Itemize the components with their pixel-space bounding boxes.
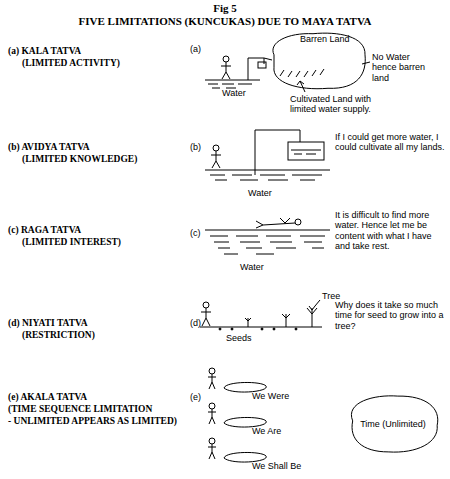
region-label: Barren Land (300, 34, 350, 44)
resting-figure (295, 219, 301, 225)
stick-figure (208, 374, 216, 389)
tree (315, 300, 320, 306)
callout-label: Tree (322, 291, 340, 301)
water-pipe (255, 130, 324, 175)
leader-line (362, 62, 370, 64)
callout-label: Seeds (226, 333, 252, 343)
thought-note: Cultivated Land with limited water suppl… (290, 94, 380, 115)
seeds (295, 328, 297, 330)
callout-label: (d) (190, 318, 201, 328)
stick-figure (208, 368, 216, 459)
tatva-heading: (a) KALA TATVA (8, 46, 81, 56)
tatva-heading: (d) NIYATI TATVA (8, 318, 88, 328)
seeds (273, 328, 275, 330)
callout-label: We Shall Be (252, 461, 301, 471)
water-lines (205, 80, 260, 88)
stick-figure (201, 308, 211, 326)
stick-figure (203, 302, 209, 308)
tatva-heading: (b) AVIDYA TATVA (8, 142, 90, 152)
stick-figure (213, 145, 219, 151)
stick-figure (223, 56, 229, 62)
callout-label: We Were (252, 391, 289, 401)
water-pipe (248, 58, 272, 80)
water-pipe (255, 130, 300, 175)
time-blob (224, 452, 266, 462)
callout-label: (b) (190, 142, 201, 152)
tatva-heading: (LIMITED KNOWLEDGE) (22, 154, 137, 164)
time-blob (224, 382, 266, 392)
figure-title: FIVE LIMITATIONS (KUNCUKAS) DUE TO MAYA … (0, 15, 450, 27)
stick-figure (201, 302, 211, 326)
callout-label: Water (222, 88, 246, 98)
water-pipe (258, 62, 266, 68)
tatva-heading: (LIMITED ACTIVITY) (22, 58, 120, 68)
water-lines (205, 230, 330, 254)
callout-label: (e) (190, 392, 201, 402)
tree (307, 300, 320, 327)
time-region: Time (Unlimited) (345, 393, 441, 455)
thought-note: No Water hence barren land (372, 52, 434, 83)
stick-figure (211, 151, 221, 168)
tree (307, 306, 317, 327)
tatva-heading: - UNLIMITED APPEARS AS LIMITED) (8, 416, 177, 426)
thought-note: It is difficult to find more water. Henc… (335, 210, 445, 251)
water-lines (205, 80, 260, 88)
water-pipe (288, 142, 324, 160)
thought-note: If I could get more water, I could culti… (335, 132, 445, 153)
water-lines (205, 170, 330, 180)
figure-number: Fig 5 (0, 2, 450, 14)
stick-figure (209, 403, 215, 409)
resting-figure (256, 218, 295, 228)
stick-figure (221, 62, 231, 79)
callout-label: We Are (252, 426, 281, 436)
stick-figure (208, 444, 216, 459)
seeds (261, 328, 263, 330)
water-pipe (248, 58, 272, 80)
tatva-heading: (c) RAGA TATVA (8, 225, 81, 235)
tatva-heading: (LIMITED INTEREST) (22, 237, 121, 247)
seeds (219, 328, 297, 330)
cultivated-land (280, 69, 324, 77)
blob-outline (273, 33, 365, 89)
stick-figure (211, 145, 221, 168)
callout-label: (c) (190, 228, 201, 238)
cultivated-land (280, 69, 324, 77)
leader-line (297, 81, 304, 85)
tatva-heading: (RESTRICTION) (22, 330, 95, 340)
time-blob (224, 417, 266, 427)
callout-label: Water (240, 262, 264, 272)
resting-figure (256, 218, 301, 228)
callout-label: (a) (190, 44, 201, 54)
sprouts (245, 314, 290, 327)
sprouts (245, 314, 290, 327)
callout-label: Water (248, 188, 272, 198)
land-region: Barren Land (268, 30, 368, 92)
stick-figure (221, 56, 231, 79)
ground-line (200, 327, 322, 328)
stick-figure (208, 409, 216, 424)
seeds (219, 328, 221, 330)
ground-line (200, 327, 322, 328)
leader-line (297, 62, 370, 92)
water-lines (205, 170, 330, 180)
seeds (231, 328, 233, 330)
water-lines (205, 230, 330, 254)
stick-figure (209, 438, 215, 444)
water-pipe (291, 150, 321, 154)
region-label: Time (Unlimited) (360, 419, 426, 429)
tatva-heading: (e) AKALA TATVA (8, 392, 87, 402)
stick-figure (209, 368, 215, 374)
blob-outline (351, 396, 437, 452)
tatva-heading: (TIME SEQUENCE LIMITATION (8, 404, 152, 414)
thought-note: Why does it take so much time for seed t… (335, 300, 445, 331)
